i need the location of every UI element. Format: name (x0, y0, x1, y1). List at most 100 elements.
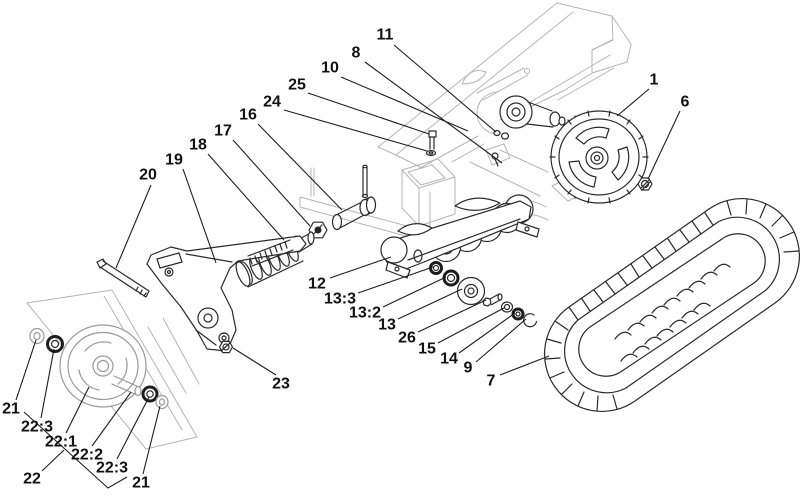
seal-13-3 (429, 261, 443, 275)
sprocket-spoke-opening (575, 126, 610, 145)
callout-label-11: 11 (377, 27, 394, 44)
leader-line-11 (393, 44, 497, 133)
bogie-wing-plate (397, 223, 433, 236)
callout-label-1: 1 (650, 72, 659, 89)
leader-line-24 (283, 109, 428, 152)
adjuster-rod (361, 164, 369, 199)
leader-line-22:3 (116, 396, 150, 460)
wheel-spoke-opening (78, 369, 100, 391)
axle-tip (558, 116, 566, 126)
callout-label-24: 24 (263, 94, 281, 111)
sprocket-hub (585, 146, 609, 170)
sprocket-spoke-opening (611, 146, 630, 181)
bogie-left-foot (385, 261, 411, 279)
callout-label-9: 9 (464, 360, 473, 377)
bogie-wing-plate (454, 197, 501, 211)
leader-line-22:2 (91, 391, 132, 447)
tension-bolt (96, 258, 150, 298)
leader-line-15 (437, 307, 505, 344)
leader-line-7 (499, 355, 550, 376)
idler-arm (146, 235, 307, 352)
callout-label-20: 20 (139, 167, 157, 184)
leader-line-13:3 (357, 266, 434, 294)
sprocket-inner-rim (558, 118, 640, 196)
callout-label-21: 21 (2, 401, 20, 418)
callout-label-21: 21 (132, 475, 150, 492)
callout-label-13:3: 13:3 (324, 291, 356, 308)
leader-line-22:3 (40, 348, 55, 419)
jam-nut (308, 221, 328, 239)
callout-label-22:2: 22:2 (71, 447, 103, 464)
leader-line-25 (307, 92, 430, 135)
callout-label-7: 7 (487, 373, 496, 390)
callout-label-18: 18 (189, 137, 207, 154)
leader-line-16 (257, 123, 343, 211)
leader-line-10 (340, 76, 469, 132)
washer-15 (500, 301, 514, 313)
leader-line-6 (647, 110, 681, 180)
callout-label-13:2: 13:2 (349, 305, 381, 322)
leader-line-13 (397, 288, 463, 320)
callout-layer: 1181025241617181920161213:313:2132615149… (2, 27, 689, 492)
tube-flange (365, 196, 377, 214)
callout-label-22:3: 22:3 (96, 460, 128, 477)
sprocket-nut (637, 177, 653, 191)
snap-ring-9 (523, 313, 538, 328)
fitting-washer (425, 149, 437, 157)
leader-line-19 (182, 168, 217, 264)
idler-axle (111, 375, 142, 397)
leader-line-21 (142, 405, 161, 475)
idler-wheel-assembly (29, 324, 169, 410)
callout-label-12: 12 (308, 276, 326, 293)
rubber-track (543, 198, 800, 412)
callout-label-13: 13 (378, 317, 396, 334)
track-tread-bars (544, 198, 800, 412)
pivot-tube (331, 196, 377, 231)
roller-13 (456, 276, 486, 306)
bearing-22-3-right (141, 385, 159, 403)
leader-line-12 (329, 256, 392, 279)
sprocket-teeth (549, 110, 649, 204)
arm-clevis-slot (156, 252, 183, 269)
bogie-housing (384, 200, 532, 270)
callout-label-22: 22 (23, 471, 41, 488)
leader-line-26 (417, 299, 487, 333)
bearing-13-2 (442, 269, 460, 287)
roller-hardware (429, 261, 538, 328)
bogie-right-foot (515, 221, 540, 238)
callout-label-26: 26 (398, 330, 416, 347)
callout-label-8: 8 (352, 45, 361, 62)
leader-line-13:2 (382, 276, 447, 308)
track-tread-inner-edge (564, 216, 780, 394)
hub-fasteners (491, 129, 510, 167)
axle-hub (499, 95, 566, 129)
wheel-spoke-opening (84, 341, 112, 352)
leader-line-17 (232, 139, 311, 227)
track-outer-edge (543, 198, 800, 412)
callout-label-19: 19 (165, 152, 183, 169)
leader-line-14 (458, 312, 516, 354)
drive-sprocket (549, 110, 649, 204)
bogie-left-boss (380, 236, 408, 264)
callout-label-25: 25 (288, 77, 306, 94)
washer-21-right (155, 394, 169, 410)
track-inner-lugs (614, 263, 731, 362)
leader-line-18 (207, 153, 285, 241)
callout-label-17: 17 (214, 123, 232, 140)
grease-fitting (425, 130, 437, 157)
pivot-nut-23 (218, 340, 234, 354)
bogie-assembly (380, 194, 540, 279)
spring-tip (307, 231, 315, 245)
callout-label-10: 10 (321, 60, 339, 77)
leader-line-22:1 (65, 386, 90, 434)
wheel-spoke-opening (117, 357, 128, 385)
arm-ratchet-strip (247, 239, 294, 267)
group-bracket-22 (23, 411, 128, 489)
wheel-hub (92, 355, 114, 377)
leader-line-22 (41, 449, 65, 472)
callout-label-16: 16 (239, 107, 257, 124)
callout-label-15: 15 (418, 341, 436, 358)
leader-line-23 (232, 347, 277, 376)
